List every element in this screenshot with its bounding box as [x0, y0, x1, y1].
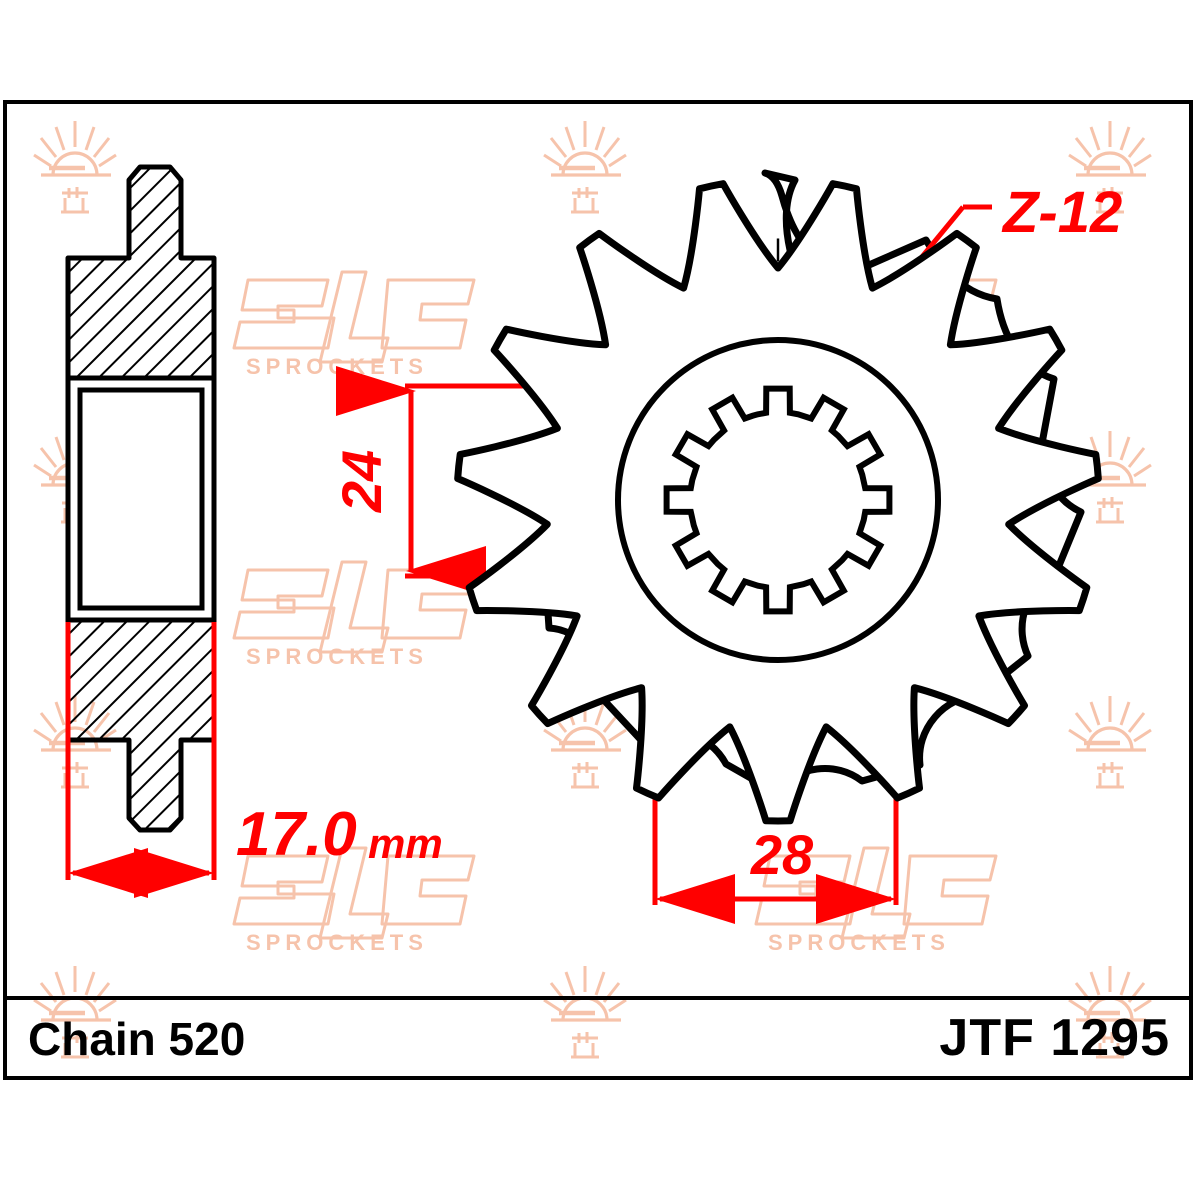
- dimension-thickness: 17.0 mm: [65, 622, 443, 898]
- section-bore-inner: [77, 387, 205, 611]
- part-number-label: JTF 1295: [939, 1009, 1170, 1067]
- sprocket-wheel: [454, 180, 1102, 825]
- label-bar-divider: [3, 996, 1193, 1000]
- chain-size-label: Chain 520: [28, 1013, 246, 1065]
- hub-circle: [615, 337, 941, 663]
- splined-bore: [663, 385, 893, 615]
- dimension-label-thickness: 17.0: [236, 800, 357, 869]
- spline-count-label: Z-12: [1001, 180, 1122, 245]
- drawing-border: [3, 100, 1193, 1080]
- dimension-unit-mm: mm: [368, 820, 443, 867]
- dimension-label-28: 28: [750, 823, 814, 886]
- section-upper-hub: [65, 164, 217, 381]
- dimension-label-24: 24: [330, 450, 393, 513]
- cross-section-view: [65, 164, 217, 833]
